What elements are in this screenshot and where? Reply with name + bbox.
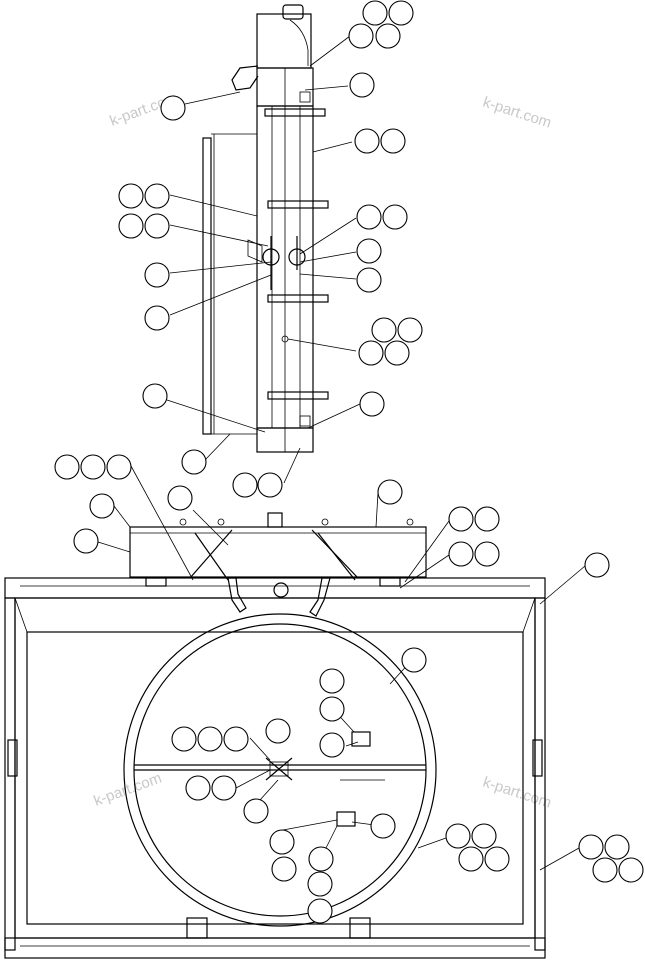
callout: [144, 183, 170, 209]
callout: [584, 552, 610, 578]
callout: [211, 775, 237, 801]
side-handle-left: [7, 739, 18, 777]
bracket-2: [267, 200, 329, 209]
callout: [370, 813, 396, 839]
callout: [185, 775, 211, 801]
stay-right: [317, 532, 356, 581]
reservoir-cap: [282, 4, 304, 20]
watermark-2: k-part.com: [481, 94, 554, 132]
frame-left-post: [4, 597, 16, 951]
callout: [377, 479, 403, 505]
callout: [243, 798, 269, 824]
callout: [257, 472, 283, 498]
callout: [445, 823, 471, 849]
bracket-1: [264, 108, 326, 117]
callout: [592, 857, 618, 883]
callout: [384, 340, 410, 366]
callout: [144, 213, 170, 239]
fitting-right: [309, 577, 331, 617]
bottom-beam: [4, 937, 546, 959]
callout: [144, 262, 170, 288]
callout: [319, 668, 345, 694]
bracket-4: [267, 391, 329, 400]
stay-left: [194, 532, 229, 581]
fan-shroud-outer: [123, 613, 437, 927]
callout: [271, 856, 297, 882]
callout: [618, 857, 644, 883]
callout: [54, 454, 80, 480]
callout: [484, 846, 510, 872]
front-view: [4, 577, 546, 959]
callout: [232, 472, 258, 498]
callout: [348, 23, 374, 49]
callout: [380, 128, 406, 154]
callout: [89, 493, 115, 519]
callout: [474, 506, 500, 532]
callout: [80, 454, 106, 480]
callout: [73, 528, 99, 554]
inner-frame: [26, 631, 524, 925]
callout: [578, 834, 604, 860]
callout: [356, 204, 382, 230]
reservoir-tank: [256, 13, 312, 69]
callout: [356, 238, 382, 264]
ring-bracket-bottom: [336, 811, 356, 827]
callout: [358, 340, 384, 366]
callout: [307, 898, 333, 924]
callout: [397, 317, 423, 343]
callout: [308, 846, 334, 872]
callout: [142, 383, 168, 409]
leader-lines: [97, 35, 586, 871]
callout: [349, 72, 375, 98]
callout: [362, 0, 388, 26]
side-view: [202, 4, 329, 453]
top-view-frame: [129, 526, 427, 578]
callout: [448, 541, 474, 567]
callout: [375, 23, 401, 49]
reservoir-hose: [289, 19, 309, 66]
callout: [160, 95, 186, 121]
callout: [167, 485, 193, 511]
top-cap: [267, 512, 283, 528]
callout: [144, 305, 170, 331]
callout: [401, 647, 427, 673]
callout: [269, 829, 295, 855]
bracket-3: [267, 294, 329, 303]
side-plate: [202, 137, 212, 435]
watermark-4: k-part.com: [481, 774, 554, 812]
callout: [118, 213, 144, 239]
callout: [471, 823, 497, 849]
callout: [265, 718, 291, 744]
callout: [106, 454, 132, 480]
callout: [197, 726, 223, 752]
callout: [181, 449, 207, 475]
side-handle-right: [532, 739, 543, 777]
callout: [359, 391, 385, 417]
elbow-fitting: [231, 65, 259, 91]
ring-bracket-top: [351, 731, 371, 747]
callout: [319, 696, 345, 722]
callout: [388, 0, 414, 26]
outer-frame: [14, 597, 536, 939]
callout: [307, 871, 333, 897]
callout: [371, 317, 397, 343]
frame-right-post: [534, 597, 546, 951]
callout: [118, 183, 144, 209]
fitting-left: [227, 577, 247, 613]
callout: [354, 128, 380, 154]
callout: [223, 726, 249, 752]
top-beam: [4, 577, 546, 599]
callout: [474, 541, 500, 567]
callouts: [54, 0, 644, 924]
callout: [319, 732, 345, 758]
callout: [356, 267, 382, 293]
callout: [458, 846, 484, 872]
callout: [448, 506, 474, 532]
callout: [382, 204, 408, 230]
callout: [171, 726, 197, 752]
callout: [604, 834, 630, 860]
